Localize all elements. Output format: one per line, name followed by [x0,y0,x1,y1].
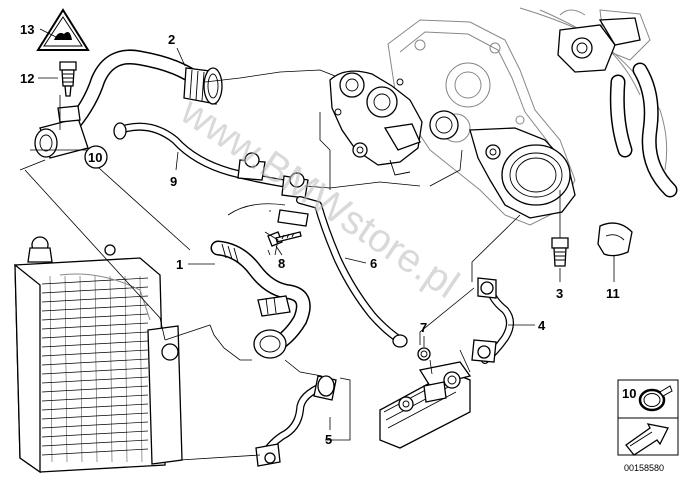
radiator-fin [41,367,149,375]
legend-box: 10 00158580 [617,379,679,473]
radiator-fin [41,295,149,303]
callout-11: 11 [606,286,620,301]
radiator-fin [41,439,149,447]
hose-1 [210,240,311,359]
hose-clamp-icon [638,385,673,412]
clip-11 [597,222,633,257]
bolt-8 [267,231,302,247]
radiator-fin [41,412,149,420]
hose-5 [255,375,337,467]
radiator-fin [41,394,149,402]
radiator-fin [41,358,149,366]
upper-right-hose [609,62,678,198]
radiator-fin [41,421,149,429]
assembly-outline [19,69,561,461]
radiator-fin [41,340,149,348]
radiator-fin [41,385,149,393]
callout-5: 5 [325,432,332,447]
radiator-fin [41,313,149,321]
thermostat-housing [557,17,641,73]
radiator-fin [41,304,149,312]
radiator-fin [109,275,113,463]
callouts: 2 13 12 10 9 1 8 6 7 4 3 11 5 [20,22,620,447]
arrow-icon [625,423,669,456]
callout-13: 13 [20,22,34,37]
callout-4: 4 [538,318,546,333]
radiator-fin [41,376,149,384]
callout-1: 1 [176,257,183,272]
radiator-fin [94,275,98,463]
callout-9: 9 [170,174,177,189]
callout-2: 2 [168,32,175,47]
radiator [14,236,183,474]
radiator-fin [41,403,149,411]
callout-12: 12 [20,71,34,86]
legend-label: 10 [622,386,636,401]
radiator-fin [79,275,83,463]
plug-3 [551,237,569,267]
radiator-fin [41,349,149,357]
heat-exchanger [379,361,472,449]
leader-lines [38,28,615,430]
radiator-fins [41,275,149,463]
callout-10: 10 [88,150,102,165]
radiator-fin [124,275,128,463]
callout-6: 6 [370,256,377,271]
warning-triangle-13 [36,8,90,51]
watermark: www.BMWstore.pl [172,88,466,306]
radiator-fin [41,322,149,330]
washer-7 [417,347,431,361]
callout-8: 8 [278,256,285,271]
callout-7: 7 [420,320,427,335]
sensor-12 [59,61,77,97]
timing-cover [429,110,576,219]
callout-3: 3 [556,286,563,301]
hose-9 [113,122,309,199]
diagram-number: 00158580 [624,463,664,473]
hose-4 [471,277,514,364]
radiator-fin [64,275,68,463]
radiator-fin [139,275,143,463]
radiator-fin [41,331,149,339]
radiator-fin [41,448,149,456]
water-pump [329,70,423,176]
radiator-fin [41,430,149,438]
callout-10-circle [84,145,108,169]
radiator-fin [49,275,53,463]
hose-6 [277,196,408,348]
